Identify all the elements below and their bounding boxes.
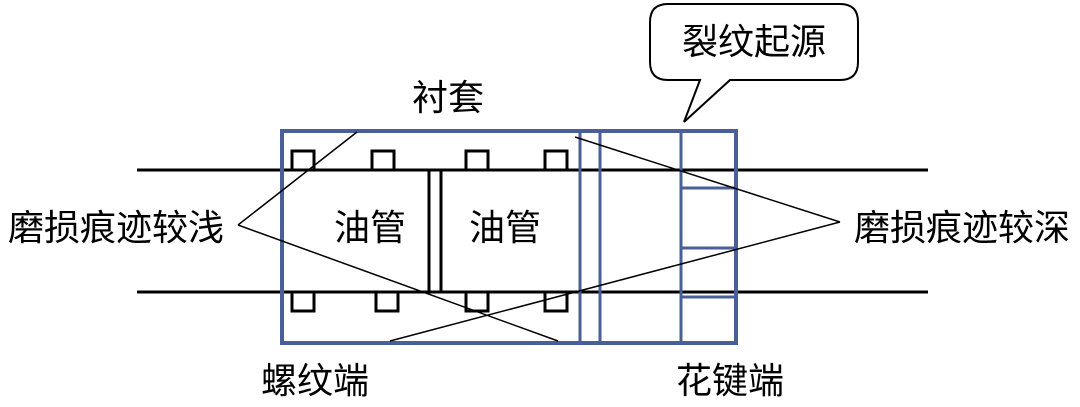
thread-tooth: [543, 290, 569, 313]
thread-tooth: [290, 290, 316, 313]
wear-light-pointer: [237, 224, 559, 342]
liner-outline: [280, 129, 738, 345]
thread-end-label: 螺纹端: [261, 361, 369, 402]
thread-tooth: [370, 149, 396, 172]
crack-origin-callout: [649, 3, 859, 123]
liner-label: 衬套: [412, 78, 484, 119]
thread-tooth: [464, 149, 490, 172]
thread-tooth: [374, 290, 400, 313]
wear-deep-label: 磨损痕迹较深: [854, 208, 1070, 249]
wear-light-label: 磨损痕迹较浅: [8, 208, 224, 249]
spline-end-label: 花键端: [676, 361, 784, 402]
tubing-right-label: 油管: [469, 208, 541, 249]
tubing-left-label: 油管: [334, 208, 406, 249]
wear-light-pointer: [237, 131, 358, 226]
thread-tooth: [290, 149, 316, 172]
thread-tooth: [543, 149, 569, 172]
crack-origin-label: 裂纹起源: [682, 22, 826, 63]
wear-deep-pointer: [389, 221, 841, 342]
wear-deep-pointer: [574, 136, 841, 223]
